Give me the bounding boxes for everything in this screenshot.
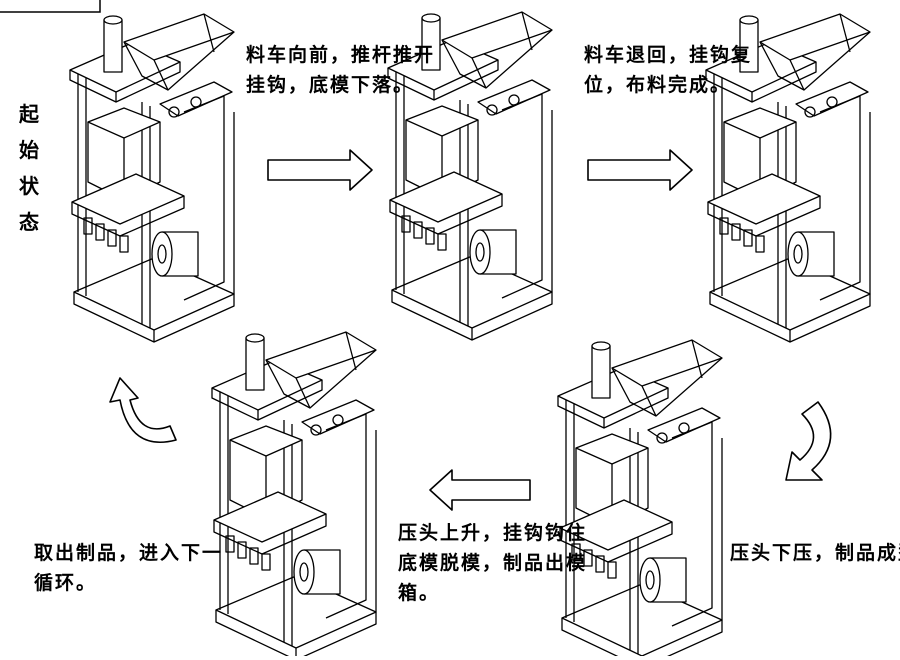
caption-step5-line2: 循环。 [34, 572, 98, 594]
caption-step2: 料车退回，挂钩复 位，布料完成。 [584, 40, 752, 100]
right-arrow-2 [587, 149, 693, 191]
caption-step2-line2: 位，布料完成。 [584, 74, 732, 96]
caption-step4: 压头上升，挂钩钩住 底模脱模，制品出模 箱。 [398, 518, 587, 608]
machine-step4 [211, 331, 377, 660]
curved-up-arrow [109, 377, 177, 444]
caption-step5: 取出制品，进入下一 循环。 [34, 538, 223, 598]
caption-step4-line3: 箱。 [398, 582, 441, 604]
caption-step1: 料车向前，推杆推开 挂钩，底模下落。 [246, 40, 435, 100]
caption-step3-line1: 压头下压，制品成型。 [730, 542, 900, 564]
frame-corner [0, 0, 101, 13]
caption-step1-line1: 料车向前，推杆推开 [246, 44, 436, 66]
curved-down-arrow [785, 401, 832, 481]
caption-step4-line1: 压头上升，挂钩钩住 [398, 522, 588, 544]
caption-step1-line2: 挂钩，底模下落。 [246, 74, 415, 96]
caption-step5-line1: 取出制品，进入下一 [34, 542, 224, 564]
caption-step2-line1: 料车退回，挂钩复 [584, 44, 753, 66]
caption-step4-line2: 底模脱模，制品出模 [398, 552, 588, 574]
machine-start [69, 13, 235, 343]
right-arrow-1 [267, 149, 373, 191]
left-arrow [429, 469, 531, 511]
machine-step3 [557, 339, 723, 660]
caption-start-state: 起始状态 [19, 102, 41, 234]
caption-step3: 压头下压，制品成型。 [730, 538, 900, 568]
